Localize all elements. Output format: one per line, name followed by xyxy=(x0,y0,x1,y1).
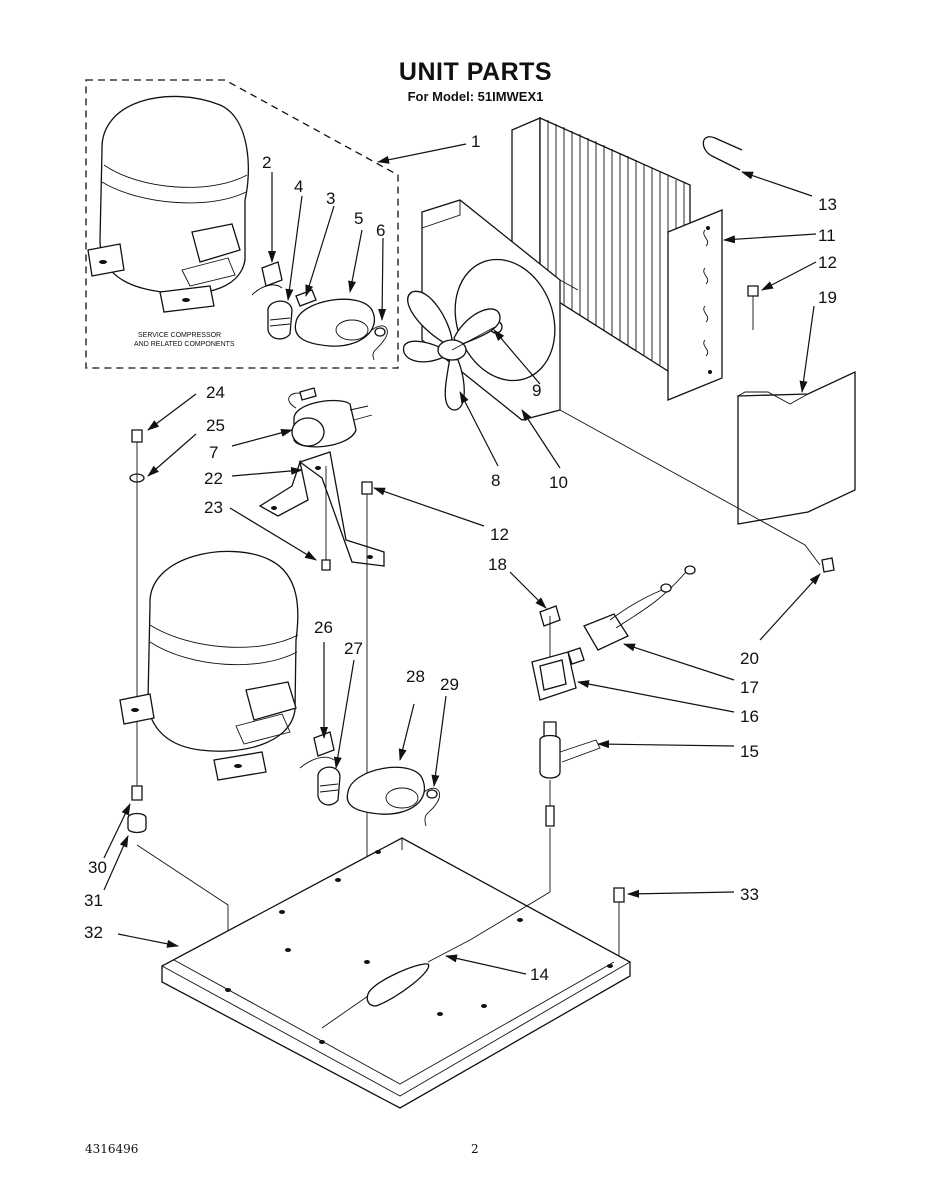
callout-16: 16 xyxy=(740,707,759,726)
callout-18: 18 xyxy=(488,555,507,574)
filter-drier xyxy=(321,939,471,1029)
callout-10: 10 xyxy=(549,473,568,492)
callout-24: 24 xyxy=(206,383,225,402)
callout-2: 2 xyxy=(262,153,271,172)
callout-labels: 1 2 4 3 5 6 13 11 12 19 24 25 7 22 23 9 … xyxy=(84,132,837,984)
callout-7: 7 xyxy=(209,443,218,462)
bracket-18 xyxy=(539,605,561,664)
screw-24 xyxy=(131,429,143,443)
hairpin-tube xyxy=(702,136,743,171)
callout-5: 5 xyxy=(354,209,363,228)
callout-29: 29 xyxy=(440,675,459,694)
callout-1: 1 xyxy=(471,132,480,151)
callout-25: 25 xyxy=(206,416,225,435)
screw-20 xyxy=(821,557,835,573)
connector-17 xyxy=(583,565,696,651)
spacer-30 xyxy=(131,785,143,801)
fan-blade xyxy=(402,290,501,411)
callout-23: 23 xyxy=(204,498,223,517)
callout-3: 3 xyxy=(326,189,335,208)
callout-30: 30 xyxy=(88,858,107,877)
main-compressor xyxy=(119,550,440,827)
screw-upper xyxy=(747,285,759,330)
motor-bracket xyxy=(258,451,385,567)
callout-14: 14 xyxy=(530,965,549,984)
inset-note-line2: AND RELATED COMPONENTS xyxy=(134,341,235,348)
callout-9: 9 xyxy=(532,381,541,400)
callout-12-upper: 12 xyxy=(818,253,837,272)
callout-8: 8 xyxy=(491,471,500,490)
callout-28: 28 xyxy=(406,667,425,686)
callout-15: 15 xyxy=(740,742,759,761)
callout-32: 32 xyxy=(84,923,103,942)
grommet-31 xyxy=(127,812,147,834)
callout-31: 31 xyxy=(84,891,103,910)
callout-6: 6 xyxy=(376,221,385,240)
valve-15 xyxy=(539,721,601,892)
inset-note-line1: SERVICE COMPRESSOR xyxy=(138,332,221,339)
callout-26: 26 xyxy=(314,618,333,637)
callout-33: 33 xyxy=(740,885,759,904)
fan-motor xyxy=(288,387,373,448)
coil-16 xyxy=(531,647,585,701)
callout-17: 17 xyxy=(740,678,759,697)
callout-12-middle: 12 xyxy=(490,525,509,544)
callout-19: 19 xyxy=(818,288,837,307)
callout-13: 13 xyxy=(818,195,837,214)
model-subtitle: For Model: 51IMWEX1 xyxy=(407,89,544,104)
screw-23 xyxy=(321,559,331,571)
screw-33 xyxy=(613,887,625,903)
document-number: 4316496 xyxy=(85,1142,139,1156)
condenser xyxy=(511,116,723,401)
page-number: 2 xyxy=(471,1142,479,1156)
callout-20: 20 xyxy=(740,649,759,668)
callout-22: 22 xyxy=(204,469,223,488)
service-compressor-inset: SERVICE COMPRESSOR AND RELATED COMPONENT… xyxy=(85,79,399,369)
callout-11: 11 xyxy=(818,226,836,245)
callout-27: 27 xyxy=(344,639,363,658)
shroud-bracket xyxy=(737,370,856,525)
screw-middle xyxy=(361,481,373,495)
page-title: UNIT PARTS xyxy=(398,58,553,86)
callout-arrows xyxy=(103,143,821,975)
callout-4: 4 xyxy=(294,177,303,196)
